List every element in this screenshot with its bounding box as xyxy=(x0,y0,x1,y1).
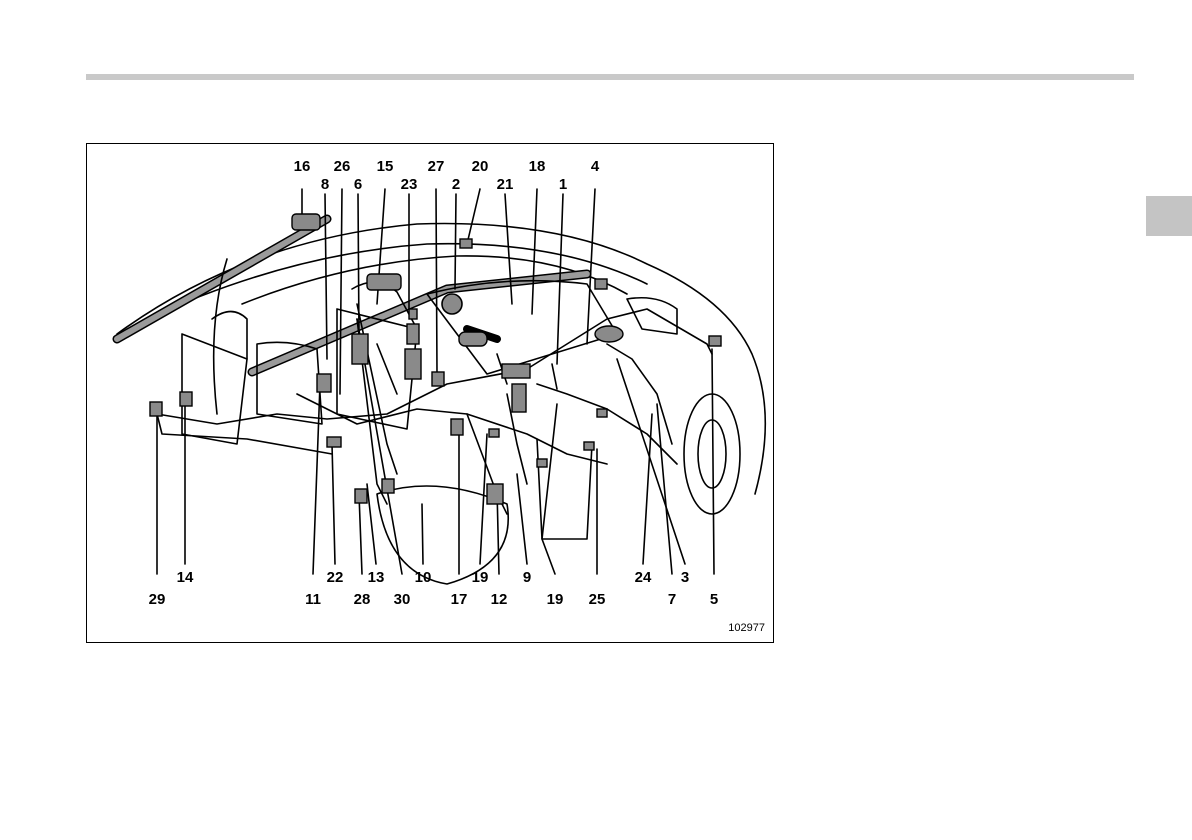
callout-26: 26 xyxy=(334,159,351,174)
srs-airbag-component-figure: 16 26 15 27 20 18 4 8 6 23 2 21 1 14 22 … xyxy=(86,143,774,643)
callout-22: 22 xyxy=(327,570,344,585)
callout-17: 17 xyxy=(451,592,468,607)
callout-6: 6 xyxy=(354,177,362,192)
callout-14: 14 xyxy=(177,570,194,585)
callout-11: 11 xyxy=(305,592,321,607)
callout-24: 24 xyxy=(635,570,652,585)
callout-19: 19 xyxy=(472,570,489,585)
callout-5: 5 xyxy=(710,592,718,607)
callout-15: 15 xyxy=(377,159,394,174)
callout-21: 21 xyxy=(497,177,514,192)
callout-12: 12 xyxy=(491,592,508,607)
callout-29: 29 xyxy=(149,592,166,607)
callout-10: 10 xyxy=(415,570,432,585)
callout-4: 4 xyxy=(591,159,599,174)
callout-1: 1 xyxy=(559,177,567,192)
callout-20: 20 xyxy=(472,159,489,174)
callout-9: 9 xyxy=(523,570,531,585)
callout-16: 16 xyxy=(294,159,311,174)
callout-28: 28 xyxy=(354,592,371,607)
callout-8: 8 xyxy=(321,177,329,192)
callout-7: 7 xyxy=(668,592,676,607)
callout-23: 23 xyxy=(401,177,418,192)
callout-27: 27 xyxy=(428,159,445,174)
header-rule xyxy=(86,74,1134,80)
callout-13: 13 xyxy=(368,570,385,585)
callout-2: 2 xyxy=(452,177,460,192)
callout-19b: 19 xyxy=(547,592,564,607)
figure-id: 102977 xyxy=(728,622,765,634)
callout-18: 18 xyxy=(529,159,546,174)
callout-25: 25 xyxy=(589,592,606,607)
section-tab xyxy=(1146,196,1192,236)
callout-3: 3 xyxy=(681,570,689,585)
callout-30: 30 xyxy=(394,592,411,607)
